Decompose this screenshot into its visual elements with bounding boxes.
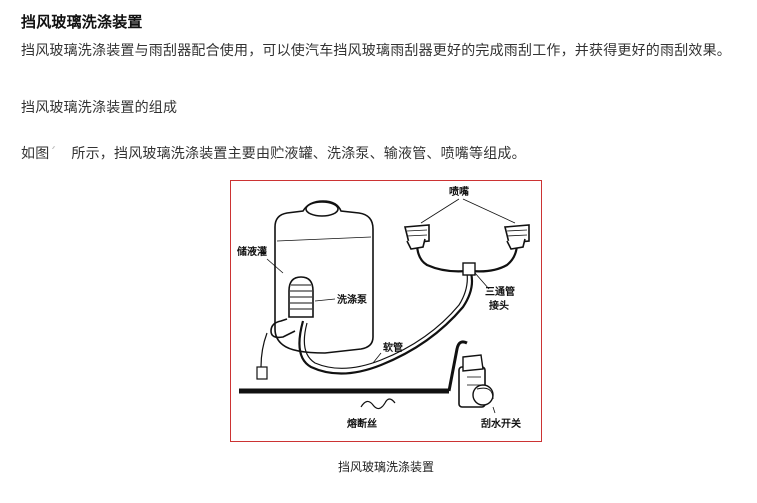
nozzle-right-shape (503, 224, 530, 250)
figure-ref-placeholder: ´ (49, 146, 57, 162)
section-heading: 挡风玻璃洗涤装置的组成 (21, 100, 178, 116)
label-tee-line1: 三通管 (485, 285, 515, 298)
figure-caption: 挡风玻璃洗涤装置 (337, 460, 434, 474)
pump-outlet (270, 318, 296, 339)
washer-diagram: 喷嘴 储液灌 洗涤泵 三通管 接头 软管 熔断丝 刮水开关 (236, 185, 530, 430)
fuse-squiggle (360, 398, 396, 410)
tee-branch-left (415, 242, 468, 273)
article-title: 挡风玻璃洗涤装置 (21, 13, 143, 31)
label-hose: 软管 (383, 341, 403, 354)
label-reservoir: 储液灌 (236, 245, 267, 258)
label-tee-line2: 接头 (489, 299, 509, 312)
switch-wire (447, 340, 468, 392)
label-nozzle: 喷嘴 (449, 185, 469, 198)
description-paragraph: 如图´ 所示，挡风玻璃洗涤装置主要由贮液罐、洗涤泵、输液管、喷嘴等组成。 (21, 142, 526, 167)
wiper-switch-shape (458, 354, 494, 408)
description-suffix: 所示，挡风玻璃洗涤装置主要由贮液罐、洗涤泵、输液管、喷嘴等组成。 (71, 146, 526, 162)
reservoir-tank-shape (274, 200, 374, 354)
label-switch: 刮水开关 (481, 417, 521, 430)
pump-ribs (290, 284, 312, 310)
description-prefix: 如图 (21, 146, 50, 162)
tee-branch-right (470, 242, 519, 273)
label-fuse: 熔断丝 (347, 417, 377, 430)
hose-clip (256, 366, 268, 380)
nozzle-left-shape (403, 224, 430, 250)
label-pump: 洗涤泵 (337, 293, 368, 306)
intro-paragraph: 挡风玻璃洗涤装置与雨刮器配合使用，可以使汽车挡风玻璃雨刮器更好的完成雨刮工作，并… (21, 43, 731, 59)
washer-diagram-figure: 喷嘴 储液灌 洗涤泵 三通管 接头 软管 熔断丝 刮水开关 (230, 180, 542, 442)
hose-main (298, 272, 474, 375)
tee-joint (462, 262, 476, 276)
reservoir-cap (305, 201, 339, 217)
